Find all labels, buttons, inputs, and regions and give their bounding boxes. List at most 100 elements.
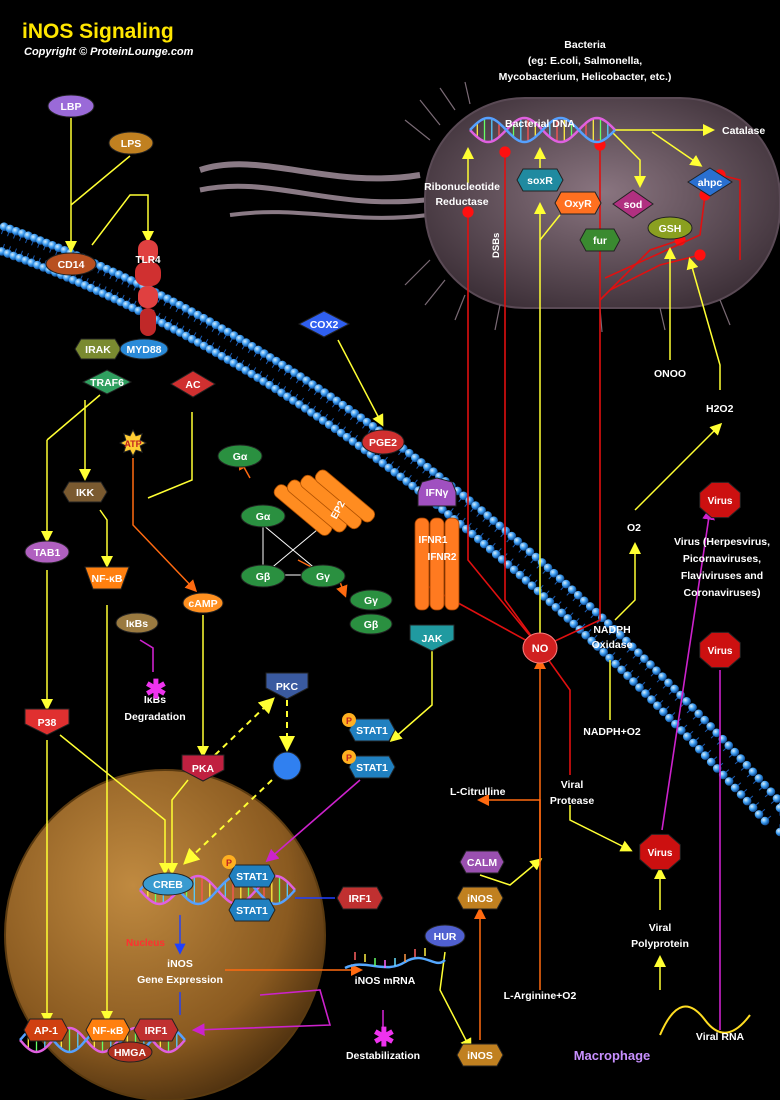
membrane-bead [468, 529, 477, 539]
membrane-bead [652, 666, 661, 675]
membrane-tail [474, 527, 478, 532]
node-shape [424, 924, 466, 948]
membrane-tail [306, 401, 311, 406]
node-pkc: PKC [265, 672, 309, 700]
membrane-bead [587, 636, 596, 646]
node-shape [47, 94, 95, 118]
membrane-bead [555, 574, 565, 583]
membrane-bead [408, 481, 417, 491]
node-shape [516, 168, 564, 192]
membrane-bead [543, 563, 553, 573]
membrane-tail [458, 498, 462, 503]
membrane-bead [682, 697, 691, 706]
membrane-bead [402, 477, 412, 486]
node-shape [409, 624, 455, 652]
node-shape [647, 216, 693, 240]
node-pge2: PGE2 [361, 429, 405, 455]
membrane-bead [641, 689, 650, 698]
membrane-tail [49, 248, 52, 253]
membrane-bead [332, 396, 342, 406]
node-label: STAT1 [356, 762, 388, 774]
onoo-label: ONOO [654, 368, 686, 380]
node-ifng: IFNγ [417, 477, 457, 507]
membrane-tail [650, 672, 655, 677]
node-hur: HUR [424, 924, 466, 948]
membrane-tail [500, 533, 504, 538]
membrane-tail [581, 623, 586, 628]
membrane-tail [602, 625, 607, 630]
membrane-tail [758, 787, 763, 791]
viral-protease-label-1: Viral [561, 779, 584, 791]
membrane-tail [476, 513, 480, 517]
node-shape [639, 833, 681, 871]
membrane-tail [560, 586, 565, 591]
node-shape [181, 754, 225, 782]
membrane-tail [563, 606, 568, 611]
membrane-bead [730, 747, 740, 757]
membrane-tail [98, 283, 101, 288]
membrane-tail [199, 335, 203, 340]
membrane-tail [80, 275, 83, 280]
node-ap1: AP-1 [23, 1018, 69, 1042]
node-shape [142, 872, 194, 896]
membrane-tail [55, 250, 58, 256]
membrane-tail [109, 274, 113, 280]
membrane-bead [491, 550, 501, 559]
membrane-tail [312, 405, 317, 410]
membrane-tail [300, 397, 305, 402]
membrane-bead [362, 417, 372, 427]
node-gsh: GSH [647, 216, 693, 240]
membrane-bead [640, 654, 649, 663]
membrane-bead [585, 602, 595, 611]
membrane-tail [354, 434, 358, 439]
membrane-tail [343, 411, 348, 416]
membrane-tail [498, 548, 502, 552]
node-label: IRF1 [145, 1025, 168, 1037]
membrane-tail [686, 709, 691, 714]
nadph-o2-label: NADPH+O2 [583, 726, 641, 738]
membrane-tail [512, 543, 516, 548]
inos-gene-expression-label-1: iNOS [167, 958, 193, 970]
membrane-tail [127, 297, 131, 302]
node-irf1a: IRF1 [336, 886, 384, 910]
membrane-tail [253, 352, 257, 357]
node-sod: sod [612, 189, 654, 219]
membrane-bead [775, 827, 780, 837]
node-label: LPS [121, 138, 141, 150]
membrane-bead [694, 709, 703, 719]
membrane-bead [742, 760, 752, 770]
membrane-bead [338, 400, 348, 410]
membrane-tail [611, 652, 616, 656]
membrane-tail [349, 416, 354, 421]
membrane-tail [722, 747, 727, 752]
node-nfkb2: NF-κB [85, 1018, 131, 1042]
membrane-tail [109, 289, 113, 294]
membrane-tail [623, 663, 628, 668]
node-label: P38 [38, 717, 57, 729]
membrane-bead [459, 491, 468, 501]
membrane-bead [622, 636, 631, 646]
membrane-tail [271, 378, 275, 383]
asterisk-icon: ✱ [373, 1022, 395, 1052]
membrane-tail [313, 391, 318, 396]
phospho-badge-icon: P [342, 713, 356, 727]
membrane-tail [277, 382, 281, 387]
node-shape [24, 540, 70, 564]
bacteria-label-3: Mycobacterium, Helicobacter, etc.) [499, 71, 672, 83]
node-shape [348, 718, 396, 742]
membrane-tail [698, 722, 703, 726]
membrane-tail [217, 331, 221, 336]
node-shape [240, 504, 286, 528]
membrane-tail [37, 243, 40, 248]
membrane-tail [44, 260, 47, 265]
node-virus2: Virus [699, 631, 741, 669]
membrane-tail [764, 793, 769, 798]
node-inos1: iNOS [456, 886, 504, 910]
membrane-tail [7, 232, 10, 237]
node-no: NO [522, 632, 558, 664]
membrane-bead [730, 783, 740, 793]
membrane-bead [653, 701, 662, 710]
node-ikk: IKK [62, 481, 108, 503]
membrane-tail [362, 424, 366, 429]
membrane-tail [704, 728, 709, 733]
